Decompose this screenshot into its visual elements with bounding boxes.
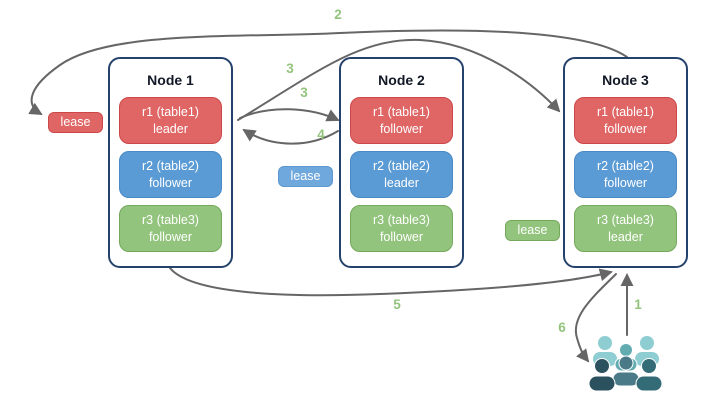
node-3-title: Node 3 <box>602 72 649 88</box>
step-label-1: 1 <box>634 297 642 312</box>
step-label-3b: 3 <box>300 85 308 100</box>
node-1-replica-r3: r3 (table3) follower <box>119 205 222 252</box>
replica-role: follower <box>379 229 424 244</box>
replica-name: r2 (table2) <box>142 159 199 173</box>
replica-role: follower <box>379 121 424 136</box>
lease-badge-red: lease <box>48 112 103 133</box>
step-label-3a: 3 <box>286 61 294 76</box>
replica-name: r2 (table2) <box>373 159 430 173</box>
node-2-replica-r2: r2 (table2) leader <box>350 151 453 198</box>
replica-role: leader <box>153 121 188 136</box>
node-2-title: Node 2 <box>378 72 425 88</box>
replica-role: follower <box>603 175 648 190</box>
node-1: Node 1 r1 (table1) leader r2 (table2) fo… <box>108 57 233 268</box>
lease-badge-green: lease <box>505 220 560 241</box>
replica-name: r1 (table1) <box>597 105 654 119</box>
arrow-step-3-to-node2 <box>239 108 340 122</box>
replica-role: follower <box>148 229 193 244</box>
node-3-replica-r1: r1 (table1) follower <box>574 97 677 144</box>
replica-name: r3 (table3) <box>597 213 654 227</box>
replica-role: follower <box>603 121 648 136</box>
node-1-title: Node 1 <box>147 72 194 88</box>
node-3-replica-r3: r3 (table3) leader <box>574 205 677 252</box>
replica-name: r3 (table3) <box>142 213 199 227</box>
replica-name: r2 (table2) <box>597 159 654 173</box>
step-label-6: 6 <box>558 320 566 335</box>
node-2: Node 2 r1 (table1) follower r2 (table2) … <box>339 57 464 268</box>
arrow-step-4 <box>242 128 339 145</box>
node-3-replica-r2: r2 (table2) follower <box>574 151 677 198</box>
node-2-replica-r3: r3 (table3) follower <box>350 205 453 252</box>
step-label-5: 5 <box>393 297 401 312</box>
arrow-step-2 <box>28 29 628 115</box>
node-1-replica-r1: r1 (table1) leader <box>119 97 222 144</box>
arrow-step-5 <box>169 267 613 297</box>
step-label-4: 4 <box>317 127 325 142</box>
replica-role: leader <box>384 175 419 190</box>
replica-name: r3 (table3) <box>373 213 430 227</box>
node-2-replica-r1: r1 (table1) follower <box>350 97 453 144</box>
users-icon <box>588 336 663 392</box>
replica-role: follower <box>148 175 193 190</box>
arrow-step-6 <box>574 273 617 363</box>
replica-role: leader <box>608 229 643 244</box>
step-label-2: 2 <box>334 7 342 22</box>
replica-name: r1 (table1) <box>373 105 430 119</box>
node-3: Node 3 r1 (table1) follower r2 (table2) … <box>563 57 688 268</box>
replica-name: r1 (table1) <box>142 105 199 119</box>
arrow-step-3-to-node3 <box>237 38 561 121</box>
node-1-replica-r2: r2 (table2) follower <box>119 151 222 198</box>
lease-badge-blue: lease <box>278 166 333 187</box>
